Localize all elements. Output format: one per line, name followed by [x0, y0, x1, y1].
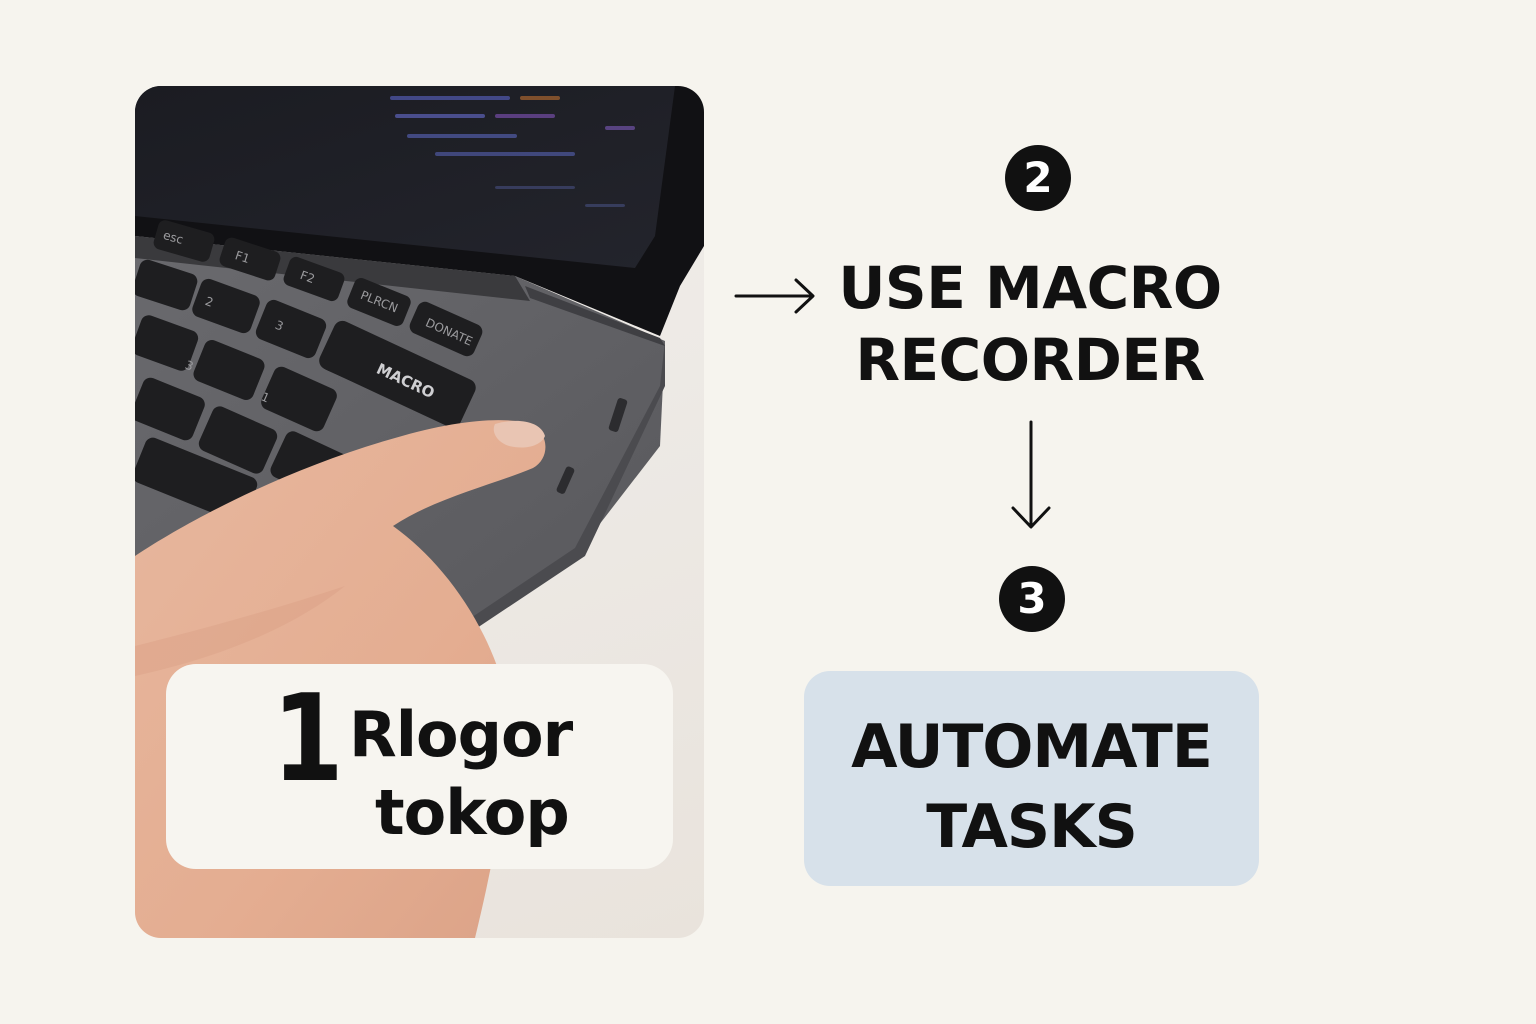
automate-tasks-box: AUTOMATE TASKS — [804, 671, 1259, 886]
step2-title: USE MACRO RECORDER — [790, 252, 1270, 396]
step3-badge: 3 — [999, 566, 1065, 632]
step3-title-line2: TASKS — [926, 792, 1138, 862]
step1-text-line1: Rlogor — [349, 698, 573, 771]
svg-text:F2: F2 — [298, 268, 316, 286]
step1-number: 1 — [272, 670, 344, 809]
step2-title-line2: RECORDER — [855, 326, 1205, 394]
arrow-down-icon — [1011, 420, 1051, 529]
step1-text: Rlogor tokop — [349, 696, 573, 852]
step3-title: AUTOMATE TASKS — [804, 707, 1259, 867]
laptop-photo: esc F1 F2 PLRCN DONATE 2 3 3 1 MACRO 1 R… — [135, 86, 704, 938]
step2-badge: 2 — [1005, 145, 1071, 211]
step1-text-line2: tokop — [375, 776, 570, 849]
step2-title-line1: USE MACRO — [838, 254, 1222, 322]
step1-label-card: 1 Rlogor tokop — [166, 664, 673, 869]
arrow-right-icon — [734, 278, 815, 314]
svg-text:2: 2 — [203, 294, 215, 310]
step3-title-line1: AUTOMATE — [851, 712, 1213, 782]
svg-text:esc: esc — [162, 228, 185, 247]
svg-text:F1: F1 — [233, 248, 251, 266]
